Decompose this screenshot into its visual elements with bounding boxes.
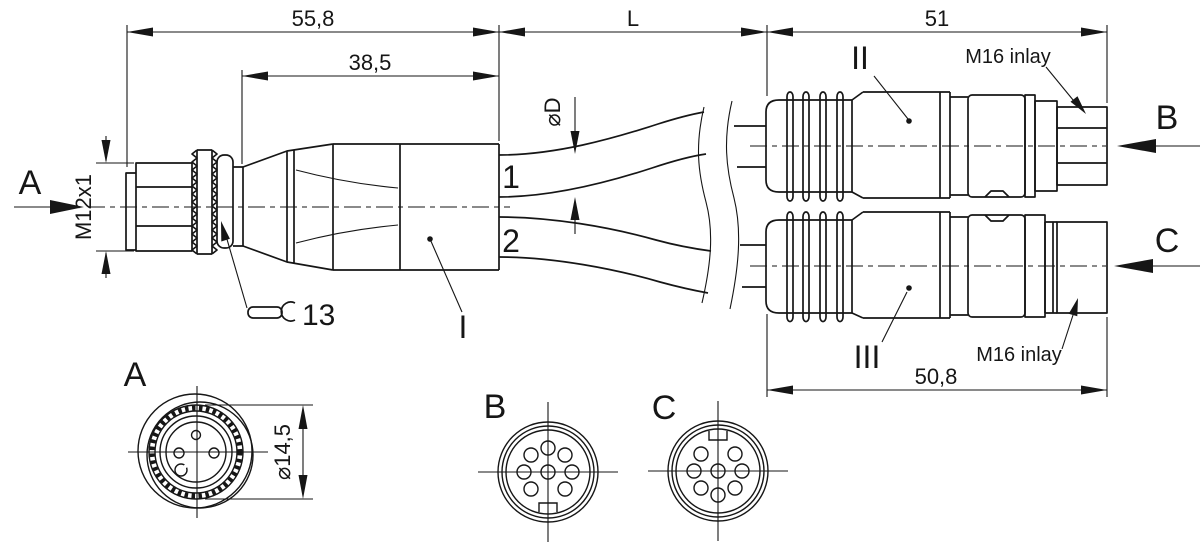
arrow-b-icon xyxy=(1117,139,1156,153)
pin xyxy=(173,447,185,459)
view-arrow-b: B xyxy=(1117,99,1200,153)
pin xyxy=(564,464,580,480)
part-ii-callout: II xyxy=(851,40,912,124)
face-view-b: B xyxy=(478,388,618,542)
pin xyxy=(727,480,743,496)
cable-1-top xyxy=(498,111,705,156)
pin xyxy=(710,487,726,503)
splitter-body xyxy=(332,143,500,271)
cable-1-label: 1 xyxy=(502,159,520,195)
pin xyxy=(523,481,539,497)
pin xyxy=(523,447,539,463)
part-i-callout: I xyxy=(427,236,467,345)
pin xyxy=(190,429,202,441)
view-arrow-c: C xyxy=(1114,222,1200,273)
pin xyxy=(557,447,573,463)
part-iii-label: III xyxy=(854,339,881,375)
cable-2-label: 2 xyxy=(502,223,520,259)
view-arrow-a: A xyxy=(14,164,84,214)
m16-tip-c xyxy=(1056,221,1108,314)
wrench-size-label: 13 xyxy=(302,299,335,332)
face-a-label: A xyxy=(124,356,147,394)
cable-2-top xyxy=(498,216,712,252)
wrench-callout: 13 xyxy=(221,221,335,332)
keyway-c xyxy=(708,431,728,441)
pin xyxy=(734,463,750,479)
dimension-branch-c: 50,8 xyxy=(766,314,1108,397)
pin xyxy=(540,464,556,480)
break-line-right xyxy=(725,100,740,310)
pin xyxy=(557,481,573,497)
view-c-label: C xyxy=(1155,222,1180,260)
cable-diameter-label: ⌀D xyxy=(540,97,565,126)
inlay-c-label: M16 inlay xyxy=(976,344,1062,366)
connector-c-side-view xyxy=(750,211,1108,323)
inlay-b-label: M16 inlay xyxy=(965,46,1051,68)
inlay-b-callout: M16 inlay xyxy=(965,46,1086,114)
arrow-a-icon xyxy=(50,200,84,214)
crosshair-a xyxy=(128,386,268,518)
dim-branch-c-label: 50,8 xyxy=(915,364,958,389)
cable-2-bottom xyxy=(498,256,709,294)
break-line-left xyxy=(697,106,712,304)
face-a-diameter-label: ⌀14,5 xyxy=(270,424,295,480)
view-b-label: B xyxy=(1156,99,1179,137)
pin xyxy=(516,464,532,480)
face-view-a: A ⌀14,5 xyxy=(124,356,313,518)
cables: 1 2 xyxy=(498,100,766,310)
part-i-label: I xyxy=(459,309,468,345)
coupling-key-mark-c xyxy=(984,214,1010,222)
pin xyxy=(208,447,220,459)
dimension-row-top: 55,8 L 51 xyxy=(126,6,1108,167)
cable-stubs xyxy=(734,125,766,288)
wrench-jaw-icon xyxy=(280,301,296,322)
dimension-boot: 38,5 xyxy=(241,50,499,164)
pin xyxy=(710,463,726,479)
arrow-c-icon xyxy=(1114,259,1153,273)
pin xyxy=(686,463,702,479)
inlay-c-callout: M16 inlay xyxy=(976,298,1078,366)
face-view-c: C xyxy=(648,389,788,541)
cable-1-bottom xyxy=(498,153,707,198)
coupling-key-mark-b xyxy=(984,190,1010,198)
dim-overall-label: 55,8 xyxy=(292,6,335,31)
part-iii-callout: III xyxy=(854,285,912,375)
dim-branch-b-label: 51 xyxy=(925,6,949,31)
knurl-teeth-ring xyxy=(149,405,243,499)
dim-boot-label: 38,5 xyxy=(349,50,392,75)
connector-b-side-view xyxy=(750,91,1108,202)
part-ii-label: II xyxy=(851,40,869,76)
coding-pin xyxy=(174,463,188,477)
pin xyxy=(540,440,556,456)
keyway-b xyxy=(538,502,558,512)
pin xyxy=(693,446,709,462)
wrench-icon xyxy=(247,306,283,319)
face-c-label: C xyxy=(652,389,677,427)
dimension-cable-diameter: ⌀D xyxy=(540,97,580,234)
pin xyxy=(727,446,743,462)
view-a-label: A xyxy=(19,164,42,202)
face-b-label: B xyxy=(484,388,507,426)
knurl-left xyxy=(191,149,198,255)
pin xyxy=(693,480,709,496)
dim-cable-length-label: L xyxy=(627,6,639,31)
m12-connector-side-view xyxy=(88,143,510,271)
